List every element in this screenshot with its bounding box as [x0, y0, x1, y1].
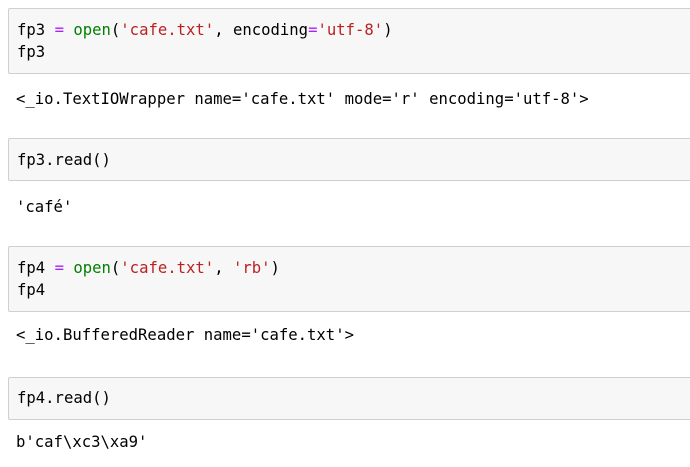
- code-line: fp4 = open('cafe.txt', 'rb'): [17, 257, 280, 279]
- code-token: [64, 21, 73, 39]
- cell-output: <_io.TextIOWrapper name='cafe.txt' mode=…: [16, 90, 589, 108]
- code-token: fp3: [17, 21, 55, 39]
- code-token: ): [270, 259, 280, 277]
- code-token: open: [73, 21, 111, 39]
- code-token: 'rb': [232, 259, 271, 277]
- code-token: =: [308, 21, 318, 39]
- code-line: fp3 = open('cafe.txt', encoding='utf-8'): [17, 19, 393, 41]
- code-line: fp4: [17, 279, 45, 301]
- code-token: ,: [214, 259, 233, 277]
- code-token: , encoding: [214, 21, 309, 39]
- code-token: 'cafe.txt': [120, 259, 215, 277]
- code-token: (: [110, 21, 121, 39]
- cell-output: 'café': [16, 198, 73, 216]
- cell-output: b'caf\xc3\xa9': [16, 433, 148, 451]
- code-cell-input[interactable]: fp3 = open('cafe.txt', encoding='utf-8')…: [8, 8, 690, 74]
- code-line: fp3: [17, 41, 45, 63]
- code-token: (: [110, 259, 121, 277]
- code-token: 'utf-8': [317, 21, 384, 39]
- code-token: fp4: [17, 281, 46, 299]
- code-line: fp3.read(): [17, 149, 111, 171]
- code-token: =: [54, 259, 64, 277]
- code-cell-input[interactable]: fp3.read(): [8, 138, 690, 181]
- code-cell-input[interactable]: fp4 = open('cafe.txt', 'rb') fp4: [8, 246, 690, 312]
- code-token: open: [73, 259, 111, 277]
- code-token: fp3: [17, 43, 46, 61]
- code-token: fp4: [17, 259, 55, 277]
- code-cell-input[interactable]: fp4.read(): [8, 377, 690, 420]
- code-token: fp3.read(): [17, 151, 111, 169]
- code-line: fp4.read(): [17, 387, 111, 409]
- code-token: [64, 259, 73, 277]
- code-token: 'cafe.txt': [120, 21, 215, 39]
- code-token: fp4.read(): [17, 389, 111, 407]
- code-token: =: [54, 21, 64, 39]
- cell-output: <_io.BufferedReader name='cafe.txt'>: [16, 326, 354, 344]
- code-token: ): [383, 21, 393, 39]
